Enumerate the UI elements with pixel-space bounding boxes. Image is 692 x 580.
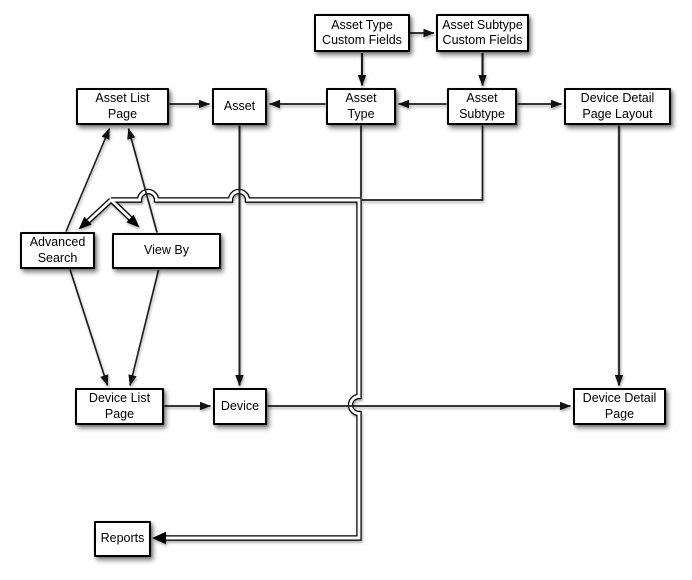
node-asset-list-page: Asset List Page xyxy=(76,88,169,125)
edge-advanced-search-to-asset-list-page xyxy=(65,128,111,232)
node-asset-subtype-custom-fields: Asset Subtype Custom Fields xyxy=(436,14,529,52)
node-label: Device Detail Page Layout xyxy=(580,91,655,121)
node-device-detail-page: Device Detail Page xyxy=(573,388,666,425)
node-label: Asset Type xyxy=(345,91,377,121)
edge-asset-subtype-to-junction xyxy=(362,125,484,201)
node-label: Advanced Search xyxy=(29,235,86,265)
edge-advanced-search-to-device-list-page xyxy=(69,269,109,386)
pipe-arrowhead-reports xyxy=(152,531,166,545)
node-device: Device xyxy=(213,388,267,425)
node-asset-type: Asset Type xyxy=(326,88,396,125)
node-advanced-search: Advanced Search xyxy=(20,232,95,269)
node-asset: Asset xyxy=(212,88,267,125)
node-label: Device List Page xyxy=(88,391,151,421)
node-label: Device Detail Page xyxy=(582,391,657,421)
node-label: Device xyxy=(220,398,260,413)
node-label: Asset xyxy=(223,98,256,113)
node-reports: Reports xyxy=(94,521,151,557)
edge-view-by-to-asset-list-page xyxy=(127,128,158,233)
node-asset-type-custom-fields: Asset Type Custom Fields xyxy=(314,14,410,52)
pipe-arrowhead-view-by xyxy=(126,214,140,228)
node-label: Reports xyxy=(100,531,145,546)
node-view-by: View By xyxy=(112,233,221,269)
pipe-connector-white xyxy=(87,190,361,540)
node-label: Asset Subtype Custom Fields xyxy=(442,17,523,47)
node-label: View By xyxy=(144,243,189,258)
node-label: Asset Type Custom Fields xyxy=(322,17,402,47)
node-device-detail-page-layout: Device Detail Page Layout xyxy=(564,88,671,125)
pipe-arrowhead-advanced-search xyxy=(78,216,92,230)
node-label: Asset List Page xyxy=(95,91,150,121)
node-asset-subtype: Asset Subtype xyxy=(447,88,517,125)
edge-view-by-to-device-list-page xyxy=(128,269,160,386)
node-device-list-page: Device List Page xyxy=(75,388,164,425)
node-label: Asset Subtype xyxy=(459,91,505,121)
